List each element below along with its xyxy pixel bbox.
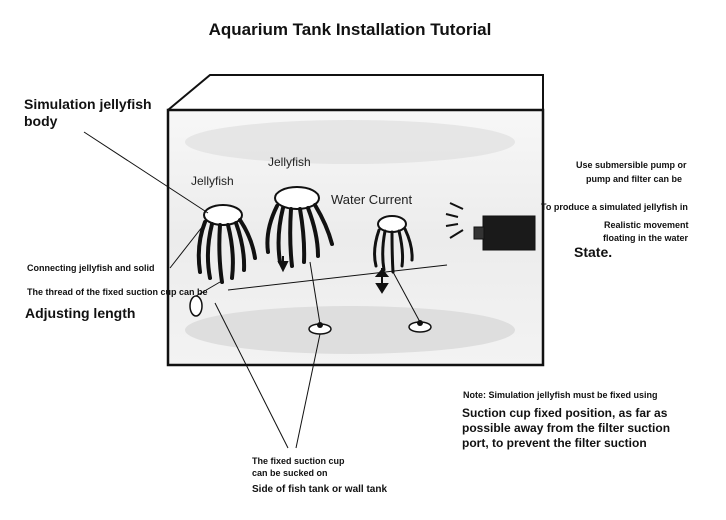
jellyfish-body-line-1: Simulation jellyfish [24,96,152,112]
suction-cup-wall [189,295,203,317]
produce-line-2: Realistic movement [604,220,689,230]
jellyfish-label-a: Jellyfish [191,174,234,188]
jellyfish-2 [265,186,334,273]
fixed-cup-line-2: can be sucked on [252,468,328,478]
suction-line-3: port, to prevent the filter suction [462,436,647,450]
produce-line-3: floating in the water [603,233,689,243]
suction-note: Suction cup fixed position, as far as po… [462,406,670,451]
side-label: Side of fish tank or wall tank [252,484,388,495]
adjusting-label: Adjusting length [25,305,136,321]
jellyfish-label-b: Jellyfish [268,155,311,169]
suction-line-1: Suction cup fixed position, as far as [462,406,668,420]
jellyfish-1 [196,204,257,284]
suction-cup-floor-2 [408,320,432,333]
water-current-label: Water Current [331,192,413,207]
note-label: Note: Simulation jellyfish must be fixed… [463,390,658,400]
pump-line-1: Use submersible pump or [576,160,687,170]
connecting-label: Connecting jellyfish and solid [27,263,155,273]
thread-label: The thread of the fixed suction cup can … [27,287,208,297]
state-label: State. [574,244,613,260]
submersible-pump [445,202,536,251]
produce-line-1: To produce a simulated jellyfish in [541,202,688,212]
jellyfish-body-line-2: body [24,113,58,129]
suction-line-2: possible away from the filter suction [462,421,671,435]
pump-line-2: pump and filter can be [586,174,683,184]
leader-lines [83,131,448,449]
jellyfish-body-label: Simulation jellyfish body [24,96,152,130]
threads [195,261,421,325]
page-title: Aquarium Tank Installation Tutorial [208,20,492,39]
fixed-cup-line-1: The fixed suction cup [252,456,345,466]
